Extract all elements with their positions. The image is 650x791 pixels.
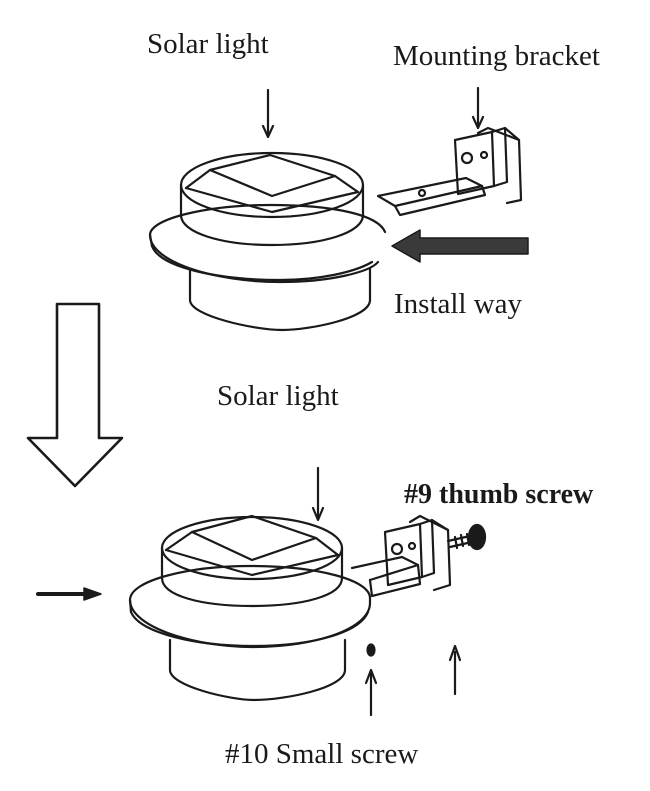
bottom-solar-light-label: Solar light [217, 380, 339, 412]
small-screw-label: #10 Small screw [225, 738, 419, 770]
top-light-pointer-head [261, 124, 275, 139]
thumb-screw-drawing [446, 523, 487, 551]
install-way-arrow [391, 229, 529, 263]
mounting-bracket-label: Mounting bracket [393, 40, 600, 72]
install-way-label: Install way [394, 288, 523, 320]
next-step-down-arrow [26, 302, 124, 488]
bottom-mounting-bracket-drawing [350, 514, 452, 598]
top-solar-light-drawing [148, 151, 387, 332]
left-insertion-arrow [36, 587, 102, 601]
small-screw-arrows [364, 643, 462, 717]
bottom-solar-light-drawing [128, 514, 372, 702]
thumb-screw-label: #9 thumb screw [404, 479, 594, 510]
bracket-pointer-head [471, 115, 485, 130]
top-mounting-bracket-drawing [376, 126, 523, 217]
top-solar-light-label: Solar light [147, 28, 269, 60]
bottom-light-pointer-head [311, 506, 325, 522]
